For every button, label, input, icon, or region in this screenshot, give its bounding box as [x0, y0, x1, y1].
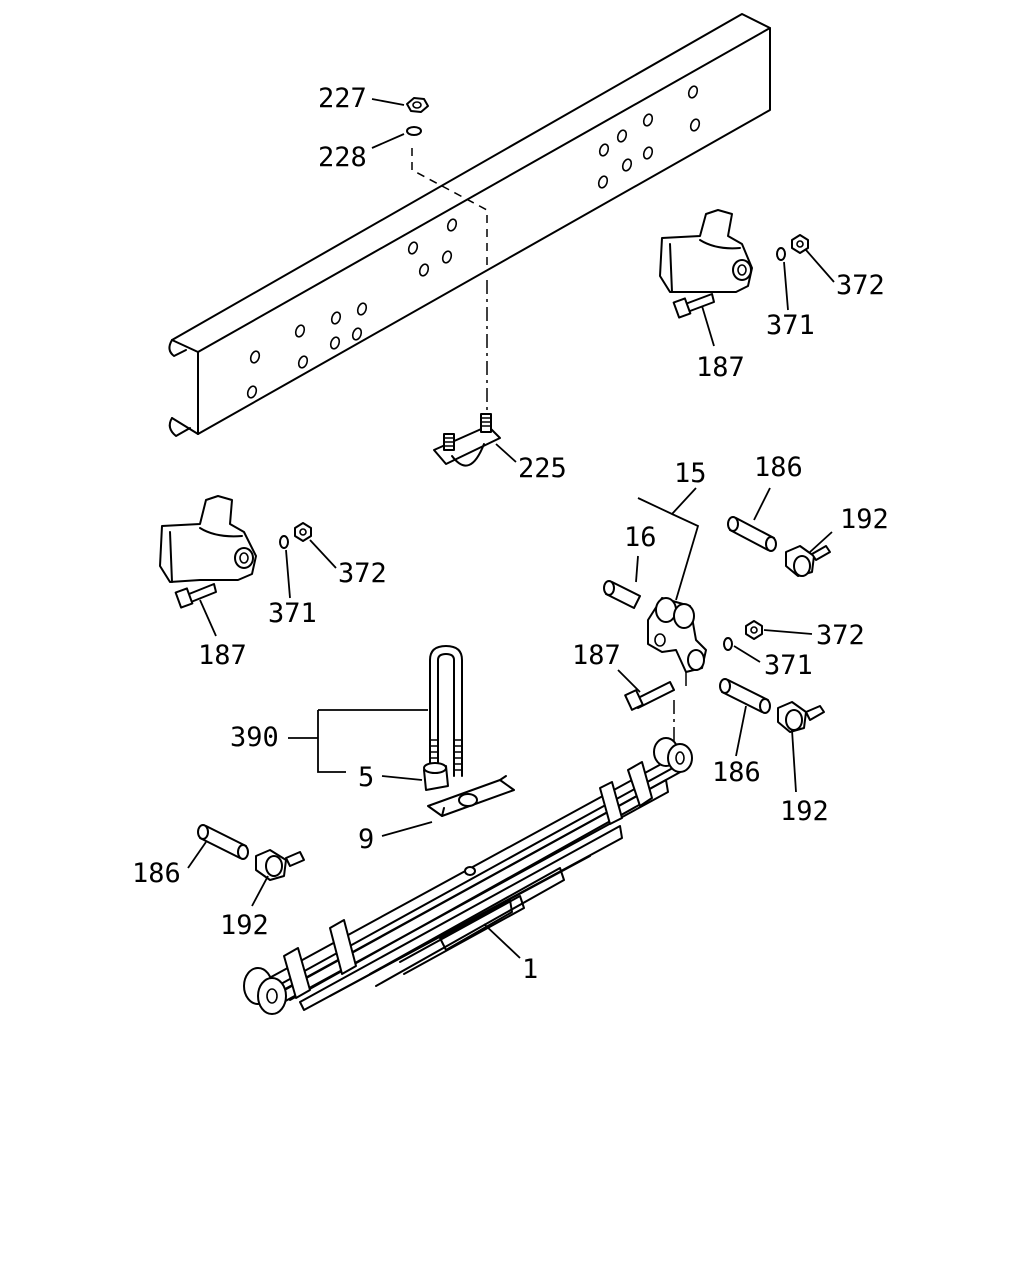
bolt-187-right: [624, 681, 675, 711]
pin-16: [603, 580, 641, 609]
nut-372-right: [745, 620, 763, 640]
label-227: 227: [318, 83, 367, 114]
washer-371-right: [723, 637, 733, 651]
callout-labels: 227 228 225 372 371 187 15 16 186 192 37…: [132, 83, 889, 985]
grease-fitting-192-upper: [785, 545, 831, 577]
grease-fitting-192-lower: [777, 701, 825, 733]
label-192-upper: 192: [840, 504, 889, 535]
plate-9: [427, 775, 515, 817]
frame-rail: [168, 13, 771, 437]
washer-371-left: [279, 535, 289, 549]
label-390: 390: [230, 722, 279, 753]
pin-186-lower: [719, 678, 771, 714]
pin-186-upper: [727, 516, 777, 552]
nut-372-upper: [791, 234, 809, 254]
hanger-bracket-left: [159, 495, 257, 583]
label-371-right: 371: [764, 650, 813, 681]
spacer-5: [423, 762, 449, 791]
bolt-187-left: [174, 583, 217, 609]
label-187-left: 187: [198, 640, 247, 671]
label-186-left: 186: [132, 858, 181, 889]
washer-371-upper: [776, 247, 786, 261]
label-187-upper: 187: [696, 352, 745, 383]
label-192-lower: 192: [780, 796, 829, 827]
leader-lines: [187, 98, 835, 959]
label-192-left: 192: [220, 910, 269, 941]
label-372-left: 372: [338, 558, 387, 589]
label-228: 228: [318, 142, 367, 173]
hanger-bracket-right: [659, 209, 753, 293]
grease-fitting-192-left: [255, 849, 305, 881]
nut-227: [406, 97, 429, 113]
u-bolt-390: [429, 645, 463, 777]
label-372-right: 372: [816, 620, 865, 651]
nut-372-left: [294, 522, 312, 542]
label-371-upper: 371: [766, 310, 815, 341]
washer-228: [406, 126, 422, 136]
label-372-upper: 372: [836, 270, 885, 301]
leaf-spring-1: [243, 737, 693, 1015]
label-9: 9: [358, 824, 374, 855]
label-15: 15: [674, 458, 707, 489]
frame-holes: [246, 85, 701, 399]
label-186-upper: 186: [754, 452, 803, 483]
label-16: 16: [624, 522, 657, 553]
bracket-225: [433, 413, 501, 467]
shackle-15: [647, 597, 707, 673]
label-371-left: 371: [268, 598, 317, 629]
bolt-187-upper: [672, 293, 715, 319]
label-186-lower: 186: [712, 757, 761, 788]
label-5: 5: [358, 762, 374, 793]
label-1: 1: [522, 954, 538, 985]
pin-186-left: [197, 824, 249, 860]
label-187-right: 187: [572, 640, 621, 671]
label-225: 225: [518, 453, 567, 484]
